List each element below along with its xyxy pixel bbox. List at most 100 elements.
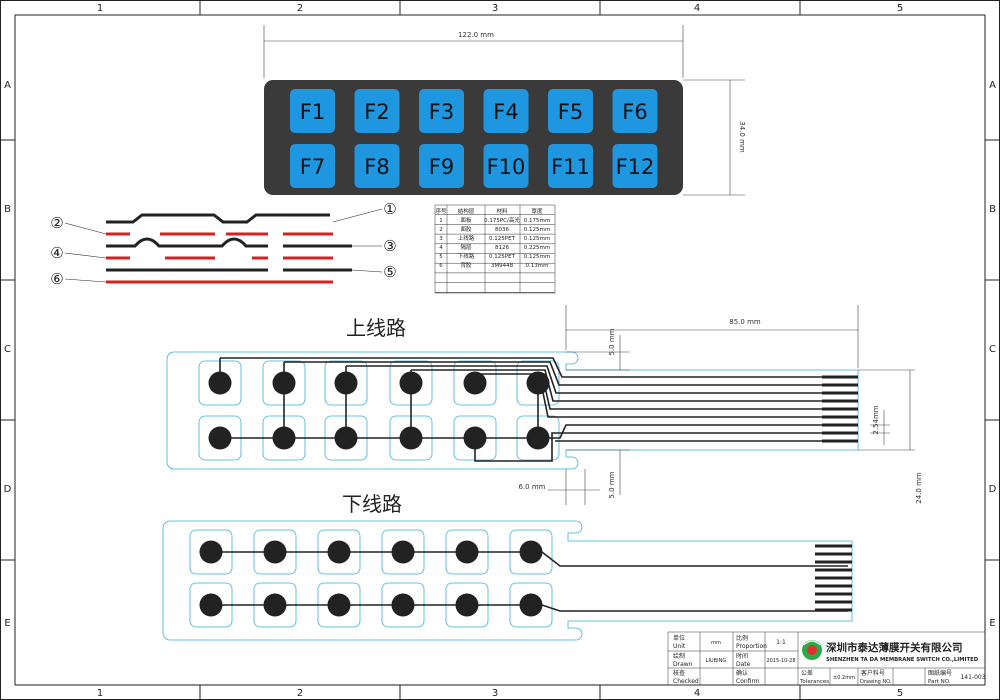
lower-circuit-traces: [211, 551, 848, 612]
customer-label-en: Drawing NO.: [860, 679, 892, 685]
row-label-c: C: [4, 344, 11, 355]
spec-cell: 0.125PET: [489, 254, 516, 260]
spec-cell: 0.125mm: [524, 227, 550, 233]
upper-circuit-dimensions: [548, 305, 915, 505]
part-value: 141-003: [960, 674, 985, 681]
row-label-a: A: [4, 80, 11, 91]
col-label-5: 5: [897, 3, 903, 14]
key-label: F1: [300, 100, 325, 124]
upper-dim-pitch: 2.54mm: [872, 405, 880, 434]
spec-table-rows: [435, 214, 555, 293]
key-face: [354, 89, 400, 133]
confirm-label-cn: 确认: [736, 669, 748, 677]
callout-1: ①: [383, 200, 396, 218]
row-label-d-right: D: [989, 484, 997, 495]
layer-leaders: [64, 208, 383, 283]
lower-circuit-outline: [162, 520, 853, 641]
key-label: F9: [429, 155, 454, 179]
keypad-width-dim: 122.0 mm: [458, 31, 494, 39]
row-label-e: E: [4, 618, 10, 629]
spec-cell: 0.125PET: [489, 236, 516, 242]
key-face: [548, 89, 593, 133]
callout-3: ③: [383, 237, 396, 255]
lower-circuit-title: 下线路: [342, 492, 402, 516]
spec-cell: 1: [439, 218, 443, 224]
spec-cell: 上线路: [458, 234, 475, 242]
key-f5: F5: [548, 89, 593, 133]
spec-table-text: 序号 结构层 材料 厚度 1 面板 0.175PC/高光 0.175mm 2 面…: [435, 207, 550, 269]
spec-cell: 0.13mm: [526, 263, 549, 269]
tolerance-value: ±0.2mm: [833, 675, 855, 681]
key-label: F3: [429, 100, 454, 124]
drawn-label-en: Drawn: [673, 661, 693, 668]
col-label-3-bottom: 3: [492, 688, 498, 699]
date-label-en: Date: [736, 661, 751, 668]
spec-cell: 0.125mm: [524, 254, 550, 260]
key-face: [612, 89, 658, 133]
proportion-label-cn: 比例: [736, 634, 748, 642]
key-f1: F1: [290, 89, 335, 133]
col-label-2: 2: [297, 3, 303, 14]
spec-cell: 8126: [495, 245, 509, 251]
key-label: F10: [487, 155, 526, 179]
spec-header-layer: 结构层: [458, 207, 475, 215]
callout-6: ⑥: [50, 270, 63, 288]
key-label: F12: [616, 155, 655, 179]
unit-label-en: Unit: [673, 643, 686, 650]
key-label: F5: [558, 100, 583, 124]
row-label-b-right: B: [989, 204, 996, 215]
key-face: [290, 144, 335, 188]
spec-cell: 3M9448: [491, 263, 514, 269]
spec-cell: 面胶: [460, 225, 472, 233]
pad-outline: [453, 360, 497, 406]
key-face: [612, 144, 658, 188]
callout-5: ⑤: [383, 263, 396, 281]
col-label-4: 4: [694, 3, 700, 14]
part-label-en: Part NO.: [928, 679, 951, 685]
key-face: [290, 89, 335, 133]
key-label: F6: [622, 100, 647, 124]
date-label-cn: 时间: [736, 652, 748, 660]
layer-stack: [106, 213, 352, 284]
spec-header-thickness: 厚度: [531, 207, 543, 215]
upper-circuit-outline: [166, 351, 859, 470]
title-block-text: 单位 Unit mm 比例 Proportion 1:1 绘制 Drawn LI…: [673, 634, 986, 685]
unit-label-cn: 单位: [673, 634, 685, 642]
spec-cell: 3: [439, 236, 443, 242]
callout-4: ④: [50, 244, 63, 262]
row-label-d: D: [4, 484, 12, 495]
frame-labels: 1 2 3 4 5 1 2 3 4 5 A B C D E A B C D E: [4, 3, 997, 699]
key-label: F4: [493, 100, 518, 124]
proportion-label-en: Proportion: [736, 643, 767, 650]
spec-cell: 8036: [495, 227, 509, 233]
spec-cell: 背胶: [460, 261, 472, 269]
upper-circuit-pads: [198, 360, 560, 461]
key-face: [483, 89, 529, 133]
spec-table: [434, 204, 556, 294]
col-label-1: 1: [97, 3, 103, 14]
part-label-cn: 图纸编号: [928, 669, 952, 677]
callout-2: ②: [50, 214, 63, 232]
col-label-5-bottom: 5: [897, 688, 903, 699]
key-f11: F11: [548, 144, 593, 188]
spec-cell: 4: [439, 245, 443, 251]
spec-cell: 0.125mm: [524, 236, 550, 242]
key-face: [483, 144, 529, 188]
customer-label-cn: 客户料号: [861, 669, 885, 677]
spec-cell: 6: [439, 263, 443, 269]
lower-connector-pins: [815, 544, 852, 612]
company-name-en: SHENZHEN TA DA MEMBRANE SWITCH CO.,LIMIT…: [826, 657, 979, 663]
key-f12: F12: [612, 144, 658, 188]
key-label: F2: [364, 100, 389, 124]
key-label: F11: [551, 155, 590, 179]
checked-label-cn: 核查: [673, 669, 685, 677]
key-label: F7: [300, 155, 325, 179]
lower-circuit-pads: [189, 529, 553, 628]
spec-cell: 0.175PC/高光: [484, 216, 520, 224]
upper-circuit-traces: [219, 357, 856, 462]
col-label-4-bottom: 4: [694, 688, 700, 699]
col-label-1-bottom: 1: [97, 688, 103, 699]
checked-label-en: Checked: [673, 678, 699, 685]
keypad-dimensions: [263, 25, 745, 196]
